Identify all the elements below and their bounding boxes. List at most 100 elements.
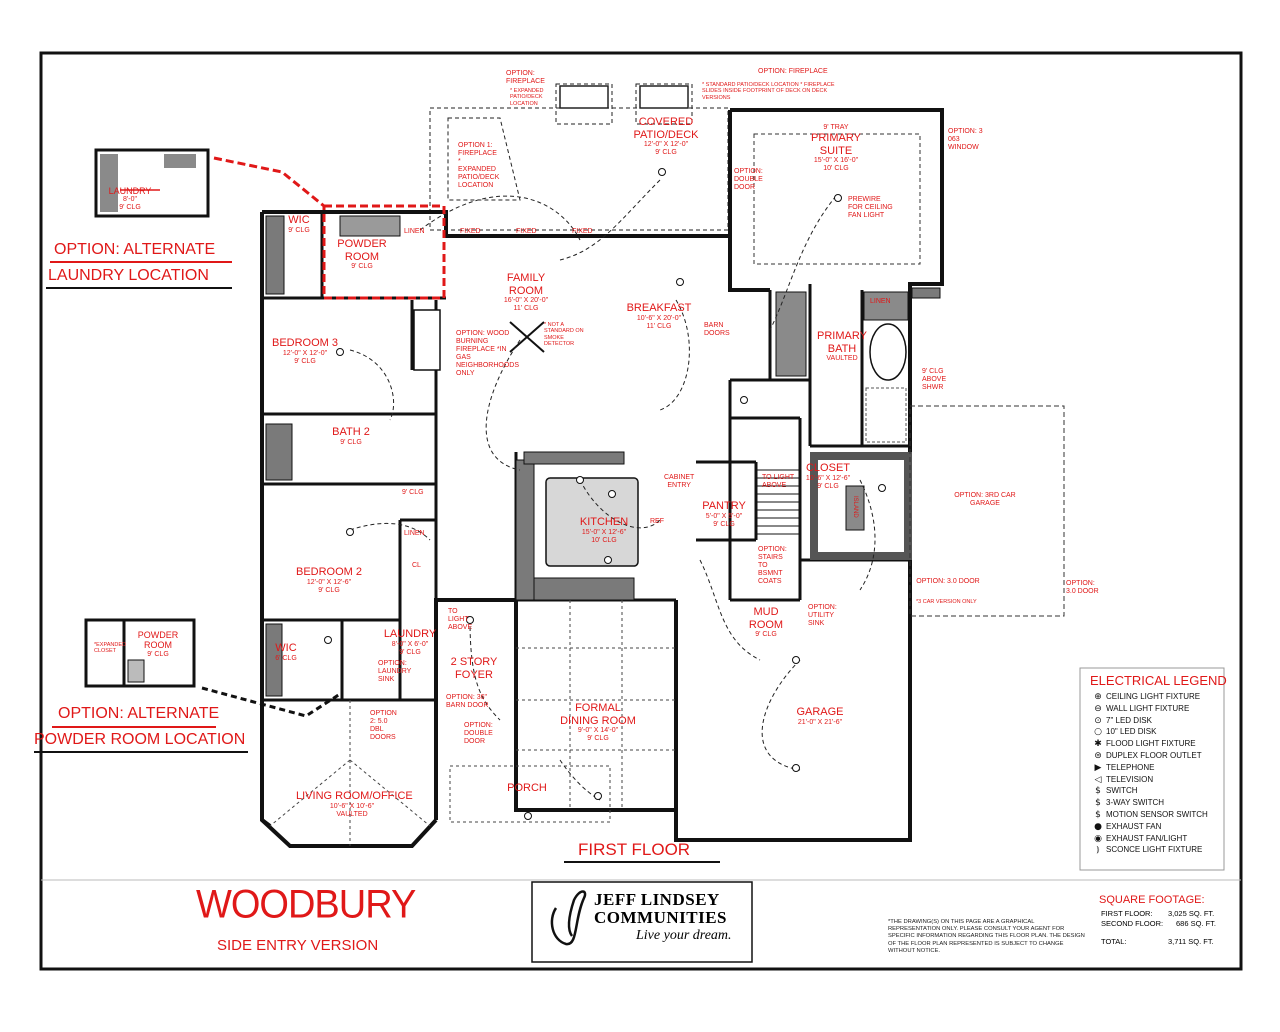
legend-item-label: SWITCH xyxy=(1106,786,1138,796)
electrical-circuits xyxy=(349,179,876,801)
floor-label: FIRST FLOOR xyxy=(578,840,691,859)
mini-laundry-plan xyxy=(94,148,210,218)
porch-label: PORCH xyxy=(507,782,547,794)
legend-item-label: TELEPHONE xyxy=(1106,762,1155,772)
legend-item-label: WALL LIGHT FIXTURE xyxy=(1106,703,1190,713)
fireplace-left-option: OPTION: FIREPLACE xyxy=(506,70,545,86)
legend-item-label: 10" LED DISK xyxy=(1106,727,1157,737)
legend-symbol-icon: ⊕ xyxy=(1094,692,1102,702)
legend-item-label: FLOOD LIGHT FIXTURE xyxy=(1106,739,1196,749)
legend-item-label: SCONCE LIGHT FIXTURE xyxy=(1106,845,1203,855)
legend-symbol-icon: ⦆ xyxy=(1096,845,1100,856)
counter-fills xyxy=(265,215,941,697)
powder-room-option-box xyxy=(322,204,446,300)
sq-ft-total-value: 3,711 SQ. FT. xyxy=(1168,937,1214,946)
hall-clg-label: 9' CLG xyxy=(402,489,424,496)
legend-item-label: TELEVISION xyxy=(1106,774,1154,784)
company-logo-mark xyxy=(550,890,587,946)
legend-symbol-icon: $ xyxy=(1095,786,1101,797)
double-door-suite-option: OPTION: DOUBLE DOOR xyxy=(734,168,763,192)
living-octagon-lines xyxy=(269,700,431,846)
company-name-line2: COMMUNITIES xyxy=(594,908,728,927)
fireplace-top-option: OPTION: FIREPLACE xyxy=(758,68,828,75)
legend-item-label: MOTION SENSOR SWITCH xyxy=(1106,810,1208,819)
sq-ft-first-value: 3,025 SQ. FT. xyxy=(1168,909,1215,918)
sq-ft-second-label: SECOND FLOOR: xyxy=(1101,919,1164,928)
legend-symbol-icon: $ xyxy=(1095,810,1101,820)
smoke-detector-note: * NOT A STANDARD ON SMOKE DETECTOR xyxy=(544,322,584,347)
expanded-closet-note: *EXPANDED CLOSET xyxy=(94,642,126,655)
legend-item-label: 7" LED DISK xyxy=(1106,715,1152,725)
legend-item-label: 3-WAY SWITCH xyxy=(1106,798,1165,808)
closet-small-label: CL xyxy=(412,562,421,569)
legend-symbol-icon: ⊜ xyxy=(1094,751,1102,761)
fireplace-left-note: * EXPANDED PATIO/DECK LOCATION xyxy=(510,88,544,107)
dining-dashed-grid xyxy=(449,600,676,823)
legend-box xyxy=(1079,667,1225,871)
legend-symbol-icon: ● xyxy=(1094,821,1102,832)
legend-item-label: DUPLEX FLOOR OUTLET xyxy=(1106,751,1202,760)
sq-ft-title: SQUARE FOOTAGE: xyxy=(1099,894,1205,906)
ref-label: REF xyxy=(650,518,664,525)
closet-island xyxy=(845,485,865,531)
mini-powder-plan xyxy=(84,618,196,688)
sq-ft-second-value: 686 SQ. FT. xyxy=(1176,919,1217,928)
sheet-border xyxy=(39,51,1243,971)
legend-symbol-icon: ⊙ xyxy=(1094,715,1102,726)
fixed-window-3: FIXED xyxy=(572,228,593,235)
fixed-window-1: FIXED xyxy=(460,228,481,235)
plan-subtitle: SIDE ENTRY VERSION xyxy=(217,937,379,954)
to-light-above-foyer: TO LIGHT ABOVE xyxy=(448,608,473,632)
utility-sink-option: OPTION: UTILITY SINK xyxy=(808,604,837,628)
legend-symbol-icon: ⊖ xyxy=(1094,703,1102,714)
company-name-line1: JEFF LINDSEY xyxy=(594,890,720,909)
linen-top-label: LINEN xyxy=(404,228,425,235)
light-fixtures xyxy=(324,168,886,820)
legend-item: $3-WAY SWITCH xyxy=(1090,798,1164,808)
linen-mid-label: LINEN xyxy=(404,530,425,537)
disclaimer: *THE DRAWING(S) ON THIS PAGE ARE A GRAPH… xyxy=(888,919,1085,954)
island-label: ISLAND xyxy=(851,496,858,518)
tray-ceiling xyxy=(753,133,921,265)
sq-ft-total-label: TOTAL: xyxy=(1101,937,1127,946)
powder-option-leader xyxy=(201,686,341,718)
laundry-option-leader xyxy=(213,156,325,208)
primary-tub xyxy=(869,323,907,381)
plan-title: WOODBURY xyxy=(196,882,416,928)
prewire-note: PREWIRE FOR CEILING FAN LIGHT xyxy=(848,196,893,220)
family-fireplace xyxy=(413,309,441,371)
coats-label: COATS xyxy=(758,578,782,585)
stairs-bsmt-option: OPTION: STAIRS TO BSMNT xyxy=(758,546,787,578)
legend-item: ○10" LED DISK xyxy=(1090,727,1156,737)
kitchen-island xyxy=(545,477,639,567)
legend-item: ⊜ DUPLEX FLOOR OUTLET xyxy=(1090,751,1202,761)
legend-item: ✱FLOOD LIGHT FIXTURE xyxy=(1090,739,1196,749)
legend-item: ●EXHAUST FAN xyxy=(1090,822,1161,832)
door-3-note: *3 CAR VERSION ONLY xyxy=(916,599,977,605)
legend-symbol-icon: ◉ xyxy=(1094,833,1102,844)
third-car-garage-option: OPTION: 3RD CAR GARAGE xyxy=(954,492,1016,508)
barn-door-option: OPTION: 36" BARN DOOR xyxy=(446,694,489,710)
wood-fireplace-option: OPTION: WOOD BURNING FIREPLACE *IN GAS N… xyxy=(456,330,520,378)
sq-ft-first-label: FIRST FLOOR: xyxy=(1101,909,1153,918)
legend-item-label: EXHAUST FAN/LIGHT xyxy=(1106,833,1188,843)
legend-item: ⊕CEILING LIGHT FIXTURE xyxy=(1090,692,1200,702)
fireplace-top-note: * STANDARD PATIO/DECK LOCATION * FIREPLA… xyxy=(702,82,835,101)
option-2-doors: OPTION 2: 5.0 DBL DOORS xyxy=(370,710,397,742)
legend-item: ⊖ WALL LIGHT FIXTURE xyxy=(1090,704,1189,714)
barn-doors-label: BARN DOORS xyxy=(704,322,730,338)
